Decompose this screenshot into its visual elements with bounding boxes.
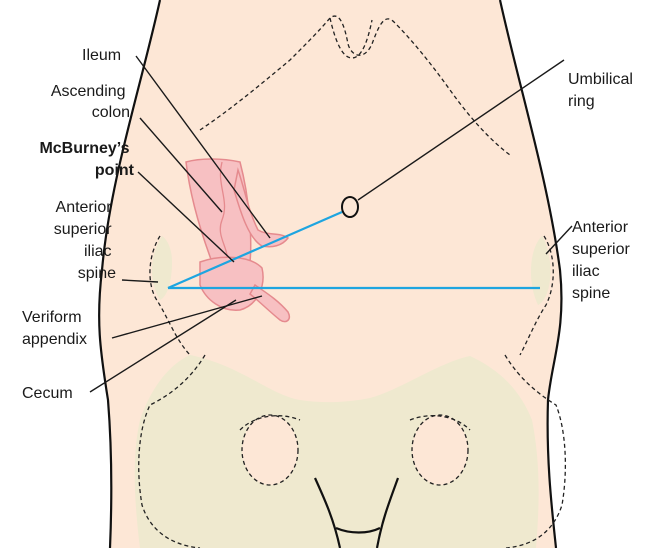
label-cecum: Cecum bbox=[22, 385, 73, 402]
label-asis-right: Anterior superior iliac spine bbox=[572, 219, 634, 302]
label-ascending-colon: Ascending colon bbox=[51, 83, 130, 121]
label-umbilical-ring: Umbilical ring bbox=[568, 71, 637, 110]
label-appendix: Veriform appendix bbox=[22, 309, 87, 348]
label-ileum: Ileum bbox=[82, 47, 121, 64]
umbilical-ring-marker bbox=[342, 197, 358, 217]
